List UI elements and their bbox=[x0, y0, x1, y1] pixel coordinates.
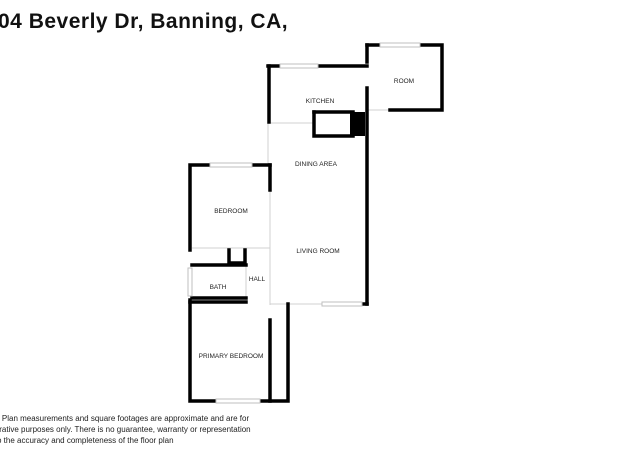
disclaimer-line-2: trative purposes only. There is no guara… bbox=[0, 425, 251, 434]
window-bath-side bbox=[187, 267, 193, 297]
label-dining-area: DINING AREA bbox=[295, 161, 338, 168]
window-bedroom-top bbox=[209, 162, 253, 168]
disclaimer-line-3: o the accuracy and completeness of the f… bbox=[0, 436, 174, 445]
label-bedroom: BEDROOM bbox=[214, 208, 248, 215]
label-primary-bedroom: PRIMARY BEDROOM bbox=[199, 353, 264, 360]
window-living-bottom bbox=[321, 301, 363, 307]
label-hall: HALL bbox=[249, 276, 266, 283]
label-bath: BATH bbox=[210, 284, 227, 291]
label-living-room: LIVING ROOM bbox=[296, 248, 339, 255]
disclaimer-line-1: r Plan measurements and square footages … bbox=[0, 414, 250, 423]
window-room-top bbox=[379, 42, 421, 48]
window-primary-bottom bbox=[215, 398, 261, 404]
listing-address-title: 04 Beverly Dr, Banning, CA, bbox=[0, 10, 289, 33]
label-kitchen: KITCHEN bbox=[306, 98, 335, 105]
fireplace-block bbox=[350, 112, 365, 136]
floor-plan-disclaimer: r Plan measurements and square footages … bbox=[0, 413, 251, 446]
label-room: ROOM bbox=[394, 78, 414, 85]
windows bbox=[187, 42, 421, 404]
exterior-walls bbox=[188, 43, 444, 403]
window-kitchen-top bbox=[279, 63, 319, 69]
